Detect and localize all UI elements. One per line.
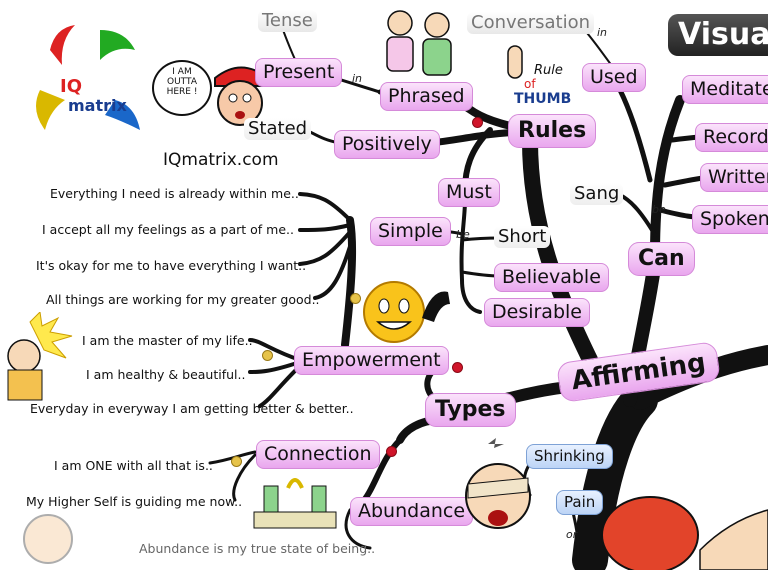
branch-dot-rules <box>472 117 483 128</box>
red-balloon-icon <box>601 496 768 570</box>
rule-of-thumb-line2: of <box>524 77 536 91</box>
connector-be-1: be <box>456 228 470 241</box>
node-spoken: Spoken <box>692 205 768 234</box>
node-positively: Positively <box>334 130 440 159</box>
thumb-icon <box>507 45 523 79</box>
speech-bubble: I AM OUTTA HERE ! <box>152 60 212 116</box>
affirmation-abundance-state: Abundance is my true state of being.. <box>139 541 376 556</box>
faded-cartoon-face-icon <box>23 514 73 564</box>
node-sang: Sang <box>570 183 624 205</box>
node-abundance: Abundance <box>350 497 474 526</box>
bandaged-head-icon <box>465 438 531 529</box>
smiley-flexing-icon <box>363 281 450 343</box>
branch-dot-connection <box>386 446 397 457</box>
node-empowerment: Empowerment <box>294 346 449 375</box>
connector-in-1: in <box>352 72 363 85</box>
node-pain: Pain <box>556 490 604 515</box>
affirmation-accept-feelings: I accept all my feelings as a part of me… <box>42 222 294 237</box>
node-phrased: Phrased <box>380 82 473 111</box>
node-short: Short <box>494 226 551 248</box>
cartoon-kid-icon <box>214 66 275 126</box>
heading-visual-partial: Visua <box>668 14 768 56</box>
branch-dot-empowerment <box>262 350 273 361</box>
node-must: Must <box>438 178 500 207</box>
affirmation-greater-good: All things are working for my greater go… <box>46 292 320 307</box>
rule-of-thumb-line3: THUMB <box>514 91 572 107</box>
branch-dot-connection-fan <box>231 456 242 467</box>
node-believable: Believable <box>494 263 609 292</box>
node-record: Record <box>695 123 768 152</box>
bolts-connector-icon <box>253 478 337 529</box>
node-present: Present <box>255 58 343 87</box>
connector-be-2: be <box>652 203 666 216</box>
node-conversation: Conversation <box>467 12 595 34</box>
logo-brand-iq: IQ <box>60 76 82 97</box>
node-types: Types <box>425 393 516 427</box>
affirmation-one-with-all: I am ONE with all that is.. <box>54 458 213 473</box>
affirmation-okay-everything: It's okay for me to have everything I wa… <box>36 258 307 273</box>
shouting-man-icon <box>7 312 73 401</box>
node-desirable: Desirable <box>484 298 590 327</box>
connector-or: or <box>566 528 578 541</box>
affirmation-healthy-beautiful: I am healthy & beautiful.. <box>86 367 246 382</box>
node-connection: Connection <box>256 440 380 469</box>
connector-in-2: in <box>597 26 608 39</box>
website-url: IQmatrix.com <box>163 150 279 170</box>
node-meditate: Meditate <box>682 75 768 104</box>
node-simple: Simple <box>370 217 451 246</box>
node-tense: Tense <box>258 10 317 32</box>
affirmation-master-of-life: I am the master of my life.. <box>82 333 253 348</box>
affirmation-better-and-better: Everyday in everyway I am getting better… <box>30 401 354 416</box>
rule-of-thumb-line1: Rule <box>534 63 563 78</box>
branch-dot-types <box>452 362 463 373</box>
node-used: Used <box>582 63 646 92</box>
node-shrinking: Shrinking <box>526 444 613 469</box>
node-rules: Rules <box>508 114 597 148</box>
affirmation-higher-self: My Higher Self is guiding me now.. <box>26 494 243 509</box>
logo-brand-matrix: matrix <box>68 96 127 115</box>
node-can: Can <box>628 242 695 276</box>
node-written: Written <box>700 163 768 192</box>
rule-of-thumb-graphic: Rule of THUMB <box>502 42 571 112</box>
node-stated: Stated <box>244 118 312 140</box>
branch-dot-upper-fan <box>350 293 361 304</box>
talking-people-icon <box>386 10 452 76</box>
iq-matrix-logo-mark <box>36 25 140 130</box>
affirmation-within-me: Everything I need is already within me.. <box>50 186 299 201</box>
